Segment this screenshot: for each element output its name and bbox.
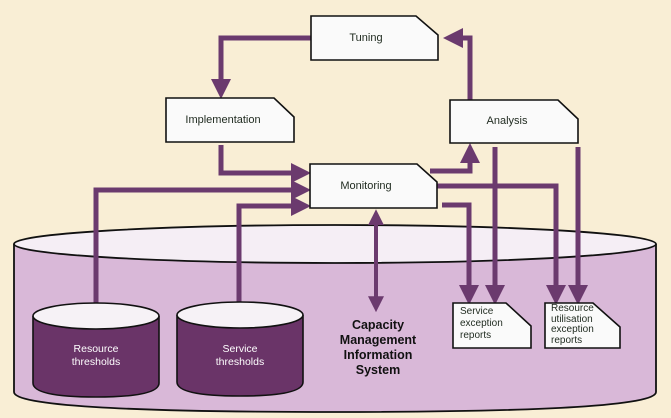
arrow-implementation-to-monitoring bbox=[218, 145, 311, 183]
resource-thresholds-label: Resource thresholds bbox=[33, 336, 159, 376]
arrow-monitoring-to-resource-reports bbox=[436, 183, 566, 305]
resource-utilisation-report-doc bbox=[544, 302, 621, 349]
tuning-box bbox=[310, 15, 439, 61]
service-exception-report-doc bbox=[452, 302, 532, 349]
report-label-line: utilisation bbox=[551, 313, 593, 325]
report-label-line: Service bbox=[460, 306, 494, 317]
report-label-line: reports bbox=[460, 330, 492, 341]
report-label-line: Resource bbox=[551, 303, 594, 314]
report-label-line: exception bbox=[460, 318, 503, 329]
db-label-line: thresholds bbox=[215, 356, 265, 368]
implementation-box bbox=[165, 97, 295, 143]
arrow-monitoring-to-analysis bbox=[430, 143, 480, 174]
monitoring-box bbox=[309, 163, 438, 209]
implementation-label: Implementation bbox=[185, 113, 261, 126]
cmis-label: Capacity Management Information System bbox=[326, 316, 430, 380]
resource-thresholds-db bbox=[32, 302, 160, 398]
arrow-resource-thresholds-to-monitoring bbox=[93, 180, 311, 306]
cmis-label-line: System bbox=[355, 363, 401, 377]
db-label-line: thresholds bbox=[71, 356, 121, 368]
service-thresholds-db bbox=[176, 301, 304, 397]
report-label-line: exception bbox=[551, 324, 594, 335]
service-exception-reports-label: Service exception reports bbox=[460, 306, 520, 346]
analysis-box bbox=[449, 99, 579, 144]
arrow-tuning-to-implementation bbox=[211, 35, 311, 99]
arrow-service-thresholds-to-monitoring bbox=[236, 196, 311, 303]
db-label-line: Service bbox=[222, 343, 258, 355]
cmis-label-line: Information bbox=[343, 348, 413, 362]
report-label-line: reports bbox=[551, 334, 583, 346]
analysis-label: Analysis bbox=[486, 115, 528, 127]
tuning-label: Tuning bbox=[349, 31, 383, 44]
arrow-monitoring-to-service-reports bbox=[442, 202, 479, 305]
resource-utilisation-reports-label: Resource utilisation exception reports bbox=[551, 303, 615, 348]
cmis-label-line: Management bbox=[339, 333, 417, 347]
monitoring-label: Monitoring bbox=[340, 179, 392, 192]
service-thresholds-label: Service thresholds bbox=[177, 336, 303, 376]
arrow-analysis-to-tuning bbox=[443, 28, 473, 103]
db-label-line: Resource bbox=[73, 343, 119, 355]
cmis-label-line: Capacity bbox=[351, 318, 405, 332]
cmis-cylinder-top bbox=[13, 224, 657, 264]
